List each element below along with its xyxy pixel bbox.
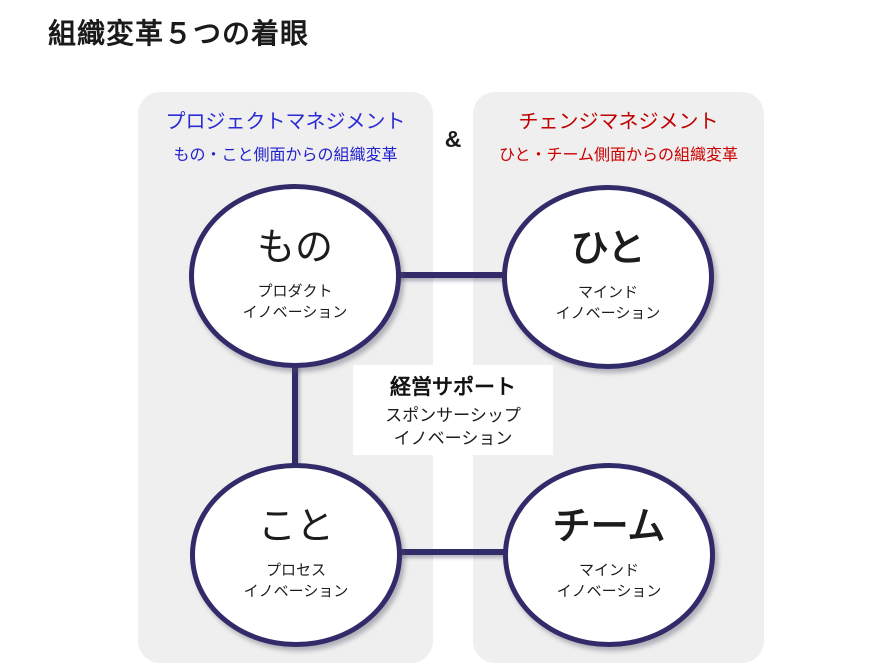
circle-koto-sub-line1: プロセス bbox=[265, 562, 326, 580]
circle-team-sub-line2: イノベーション bbox=[556, 583, 662, 601]
management-support-box: 経営サポート スポンサーシップ イノベーション bbox=[353, 365, 553, 455]
connector-mono-koto bbox=[292, 360, 298, 470]
ampersand-separator: & bbox=[444, 126, 462, 152]
circle-mono: もの プロダクト イノベーション bbox=[189, 184, 401, 368]
circle-team-sublabel: マインド イノベーション bbox=[557, 560, 662, 602]
circle-hito: ひと マインド イノベーション bbox=[502, 185, 714, 369]
management-support-sub-line2: イノベーション bbox=[393, 429, 513, 448]
circle-team-sub-line1: マインド bbox=[578, 562, 639, 580]
page-title: 組織変革５つの着眼 bbox=[48, 18, 310, 49]
connector-mono-hito bbox=[395, 272, 509, 278]
change-management-heading: チェンジマネジメント bbox=[518, 111, 719, 133]
management-support-sublabel: スポンサーシップ イノベーション bbox=[353, 404, 553, 450]
circle-mono-sub-line2: イノベーション bbox=[242, 304, 348, 322]
management-support-sub-line1: スポンサーシップ bbox=[385, 406, 521, 425]
project-management-heading: プロジェクトマネジメント bbox=[165, 111, 406, 133]
circle-mono-sublabel: プロダクト イノベーション bbox=[243, 281, 348, 323]
circle-team-label: チーム bbox=[552, 505, 666, 548]
change-management-subheading: ひと・チーム側面からの組織変革 bbox=[498, 147, 739, 164]
circle-hito-label: ひと bbox=[570, 227, 646, 270]
connector-koto-team bbox=[396, 549, 510, 555]
circle-hito-sub-line1: マインド bbox=[577, 284, 638, 302]
circle-mono-sub-line1: プロダクト bbox=[257, 283, 333, 301]
circle-hito-sub-line2: イノベーション bbox=[555, 305, 661, 323]
circle-hito-sublabel: マインド イノベーション bbox=[556, 282, 661, 324]
circle-koto-label: こと bbox=[257, 505, 334, 548]
circle-mono-label: もの bbox=[256, 226, 333, 269]
circle-koto-sub-line2: イノベーション bbox=[243, 583, 349, 601]
circle-koto: こと プロセス イノベーション bbox=[190, 463, 402, 647]
circle-koto-sublabel: プロセス イノベーション bbox=[244, 560, 349, 602]
project-management-subheading: もの・こと側面からの組織変革 bbox=[173, 147, 398, 164]
circle-team: チーム マインド イノベーション bbox=[503, 463, 715, 647]
management-support-title: 経営サポート bbox=[390, 376, 516, 399]
